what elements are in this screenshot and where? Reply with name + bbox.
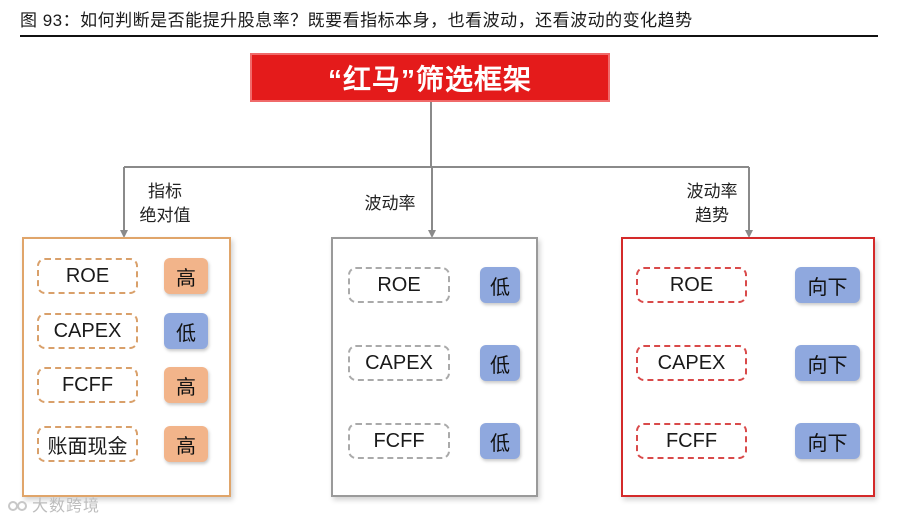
branch-label-line: 指标 <box>148 182 182 201</box>
branch-label-line: 波动率 <box>686 182 738 201</box>
result-badge: 向下 <box>795 345 860 381</box>
result-badge: 高 <box>164 426 208 462</box>
result-badge: 低 <box>480 267 520 303</box>
branch-label-line: 趋势 <box>695 206 729 225</box>
result-badge: 低 <box>480 423 520 459</box>
metric-pill: FCFF <box>348 423 450 459</box>
metric-pill: FCFF <box>636 423 747 459</box>
metric-pill: FCFF <box>37 367 138 403</box>
figure-caption: 图 93：如何判断是否能提升股息率？既要看指标本身，也看波动，还看波动的变化趋势 <box>20 11 693 30</box>
result-badge: 高 <box>164 367 208 403</box>
branch-3-label: 波动率趋势 <box>667 180 757 228</box>
branch-label-line: 绝对值 <box>139 206 191 225</box>
result-badge: 向下 <box>795 267 860 303</box>
watermark-text: 大数跨境 <box>32 498 101 515</box>
branch-label-line: 波动率 <box>364 194 416 213</box>
metric-pill: CAPEX <box>348 345 450 381</box>
metric-pill: CAPEX <box>37 313 138 349</box>
branch-2-label: 波动率 <box>345 192 435 216</box>
metric-pill: CAPEX <box>636 345 747 381</box>
result-badge: 低 <box>164 313 208 349</box>
metric-pill: ROE <box>348 267 450 303</box>
result-badge: 向下 <box>795 423 860 459</box>
metric-pill: ROE <box>636 267 747 303</box>
result-badge: 低 <box>480 345 520 381</box>
watermark-logo-icon <box>8 499 28 513</box>
caption-rule <box>20 35 878 37</box>
framework-title: “红马”筛选框架 <box>250 53 610 102</box>
metric-pill: 账面现金 <box>37 426 138 462</box>
branch-1-label: 指标绝对值 <box>120 180 210 228</box>
metric-pill: ROE <box>37 258 138 294</box>
watermark: 大数跨境 <box>8 492 100 516</box>
result-badge: 高 <box>164 258 208 294</box>
